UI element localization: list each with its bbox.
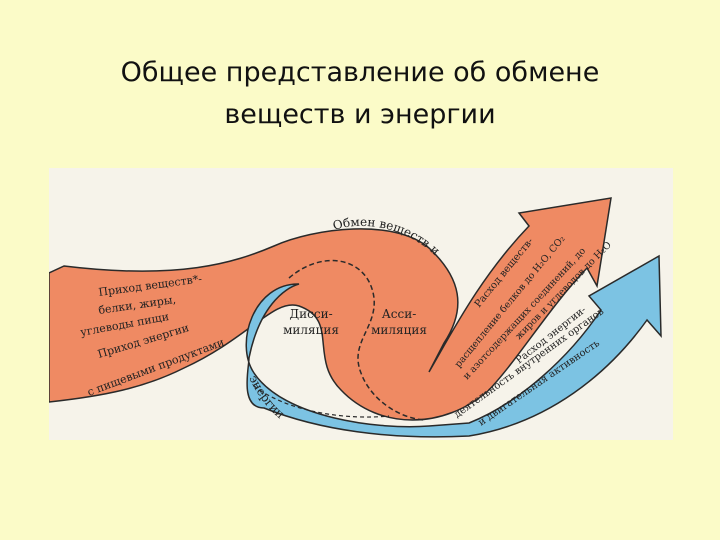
slide-title: Общее представление об обмене веществ и … <box>0 52 720 136</box>
blue-flow-band <box>245 254 662 438</box>
dissimilation-label-2: миляция <box>283 323 339 337</box>
dissimilation-label-1: Дисси- <box>289 307 332 321</box>
assimilation-label-1: Асси- <box>382 307 417 321</box>
assimilation-label-2: миляция <box>371 323 427 337</box>
metabolism-diagram: Обмен веществ и энергии Дисси- миляция А… <box>49 168 673 440</box>
outer-dashed-arc <box>253 385 390 418</box>
title-line-1: Общее представление об обмене <box>120 57 600 88</box>
divider-dashed-curve <box>288 259 425 421</box>
title-line-2: веществ и энергии <box>224 99 496 130</box>
diagram-svg: Обмен веществ и энергии Дисси- миляция А… <box>49 168 662 438</box>
